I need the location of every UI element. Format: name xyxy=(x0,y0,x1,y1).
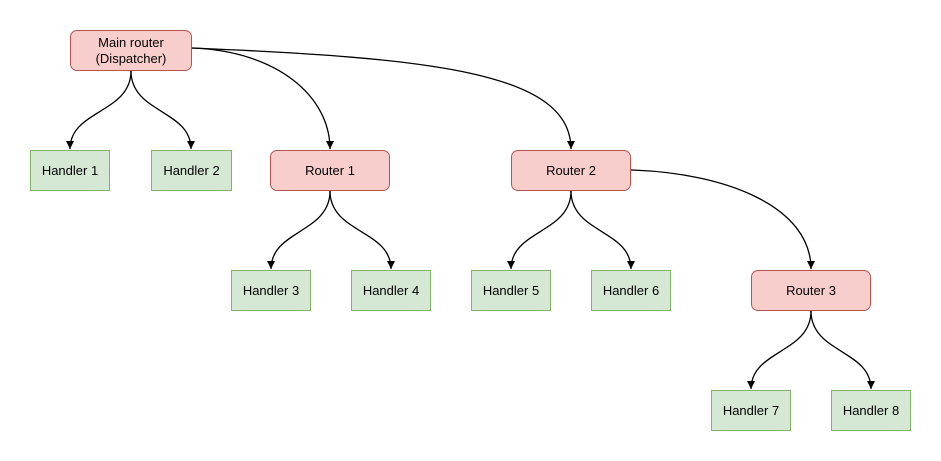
node-handler-4: Handler 4 xyxy=(351,270,431,311)
edge-router-3-to-handler-8 xyxy=(810,310,875,390)
node-handler-1-label: Handler 1 xyxy=(41,162,99,178)
edge-router-1-to-handler-3 xyxy=(267,190,331,270)
node-router-1: Router 1 xyxy=(270,150,390,191)
node-main-router: Main router (Dispatcher) xyxy=(70,30,192,71)
node-router-3-label: Router 3 xyxy=(786,282,836,298)
edge-router-3-to-handler-7 xyxy=(747,310,812,390)
node-handler-2-label: Handler 2 xyxy=(163,162,220,178)
edge-router-2-to-handler-5 xyxy=(507,190,572,270)
node-handler-8-label: Handler 8 xyxy=(842,402,900,418)
edge-main-router-to-router-2 xyxy=(191,47,575,150)
node-handler-7: Handler 7 xyxy=(711,390,791,431)
edge-router-2-to-handler-6 xyxy=(570,190,635,270)
node-router-2: Router 2 xyxy=(511,150,631,191)
node-handler-1: Handler 1 xyxy=(30,150,110,191)
node-handler-3: Handler 3 xyxy=(231,270,311,311)
edge-main-router-to-handler-1 xyxy=(66,70,132,150)
node-handler-4-label: Handler 4 xyxy=(362,282,420,298)
node-router-3: Router 3 xyxy=(751,270,871,311)
node-router-1-label: Router 1 xyxy=(305,162,355,178)
node-handler-3-label: Handler 3 xyxy=(242,282,300,298)
edge-main-router-to-handler-2 xyxy=(130,70,195,150)
edge-router-1-to-handler-4 xyxy=(329,190,395,270)
edge-main-router-to-router-1 xyxy=(191,47,334,150)
node-handler-2: Handler 2 xyxy=(151,150,232,191)
edge-router-2-to-router-3 xyxy=(630,169,815,270)
node-handler-6-label: Handler 6 xyxy=(602,282,660,298)
node-main-router-label: Main router (Dispatcher) xyxy=(95,34,167,66)
node-handler-5: Handler 5 xyxy=(471,270,551,311)
node-handler-6: Handler 6 xyxy=(591,270,671,311)
node-handler-7-label: Handler 7 xyxy=(722,402,780,418)
node-handler-5-label: Handler 5 xyxy=(482,282,540,298)
node-router-2-label: Router 2 xyxy=(546,162,596,178)
node-handler-8: Handler 8 xyxy=(831,390,911,431)
